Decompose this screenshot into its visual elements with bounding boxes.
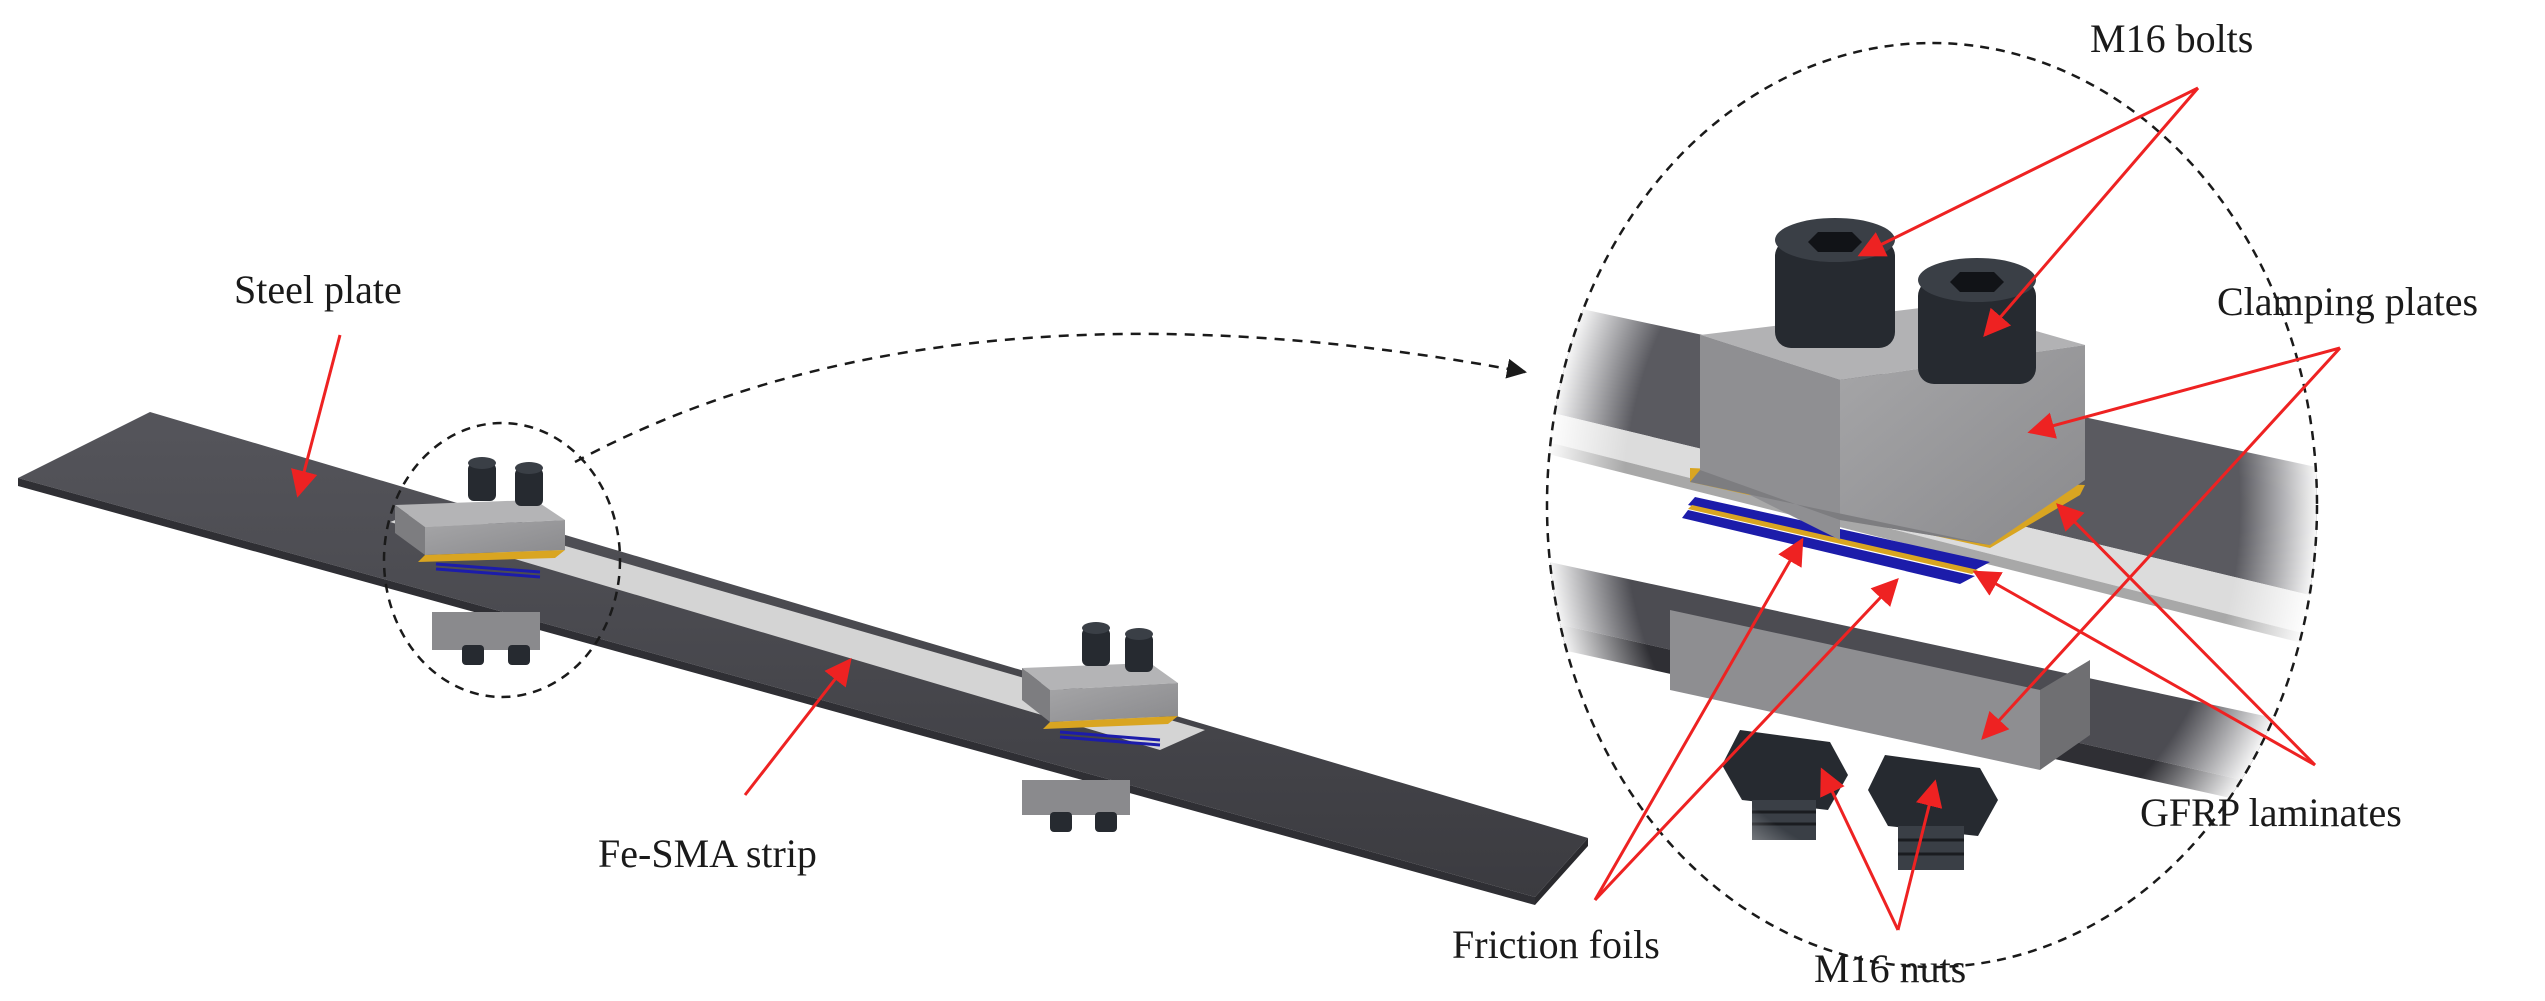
right-clamp-assembly bbox=[1022, 622, 1178, 832]
label-fe-sma-strip: Fe-SMA strip bbox=[598, 831, 817, 876]
label-m16-nuts: M16 nuts bbox=[1814, 946, 1966, 991]
left-clamp-assembly bbox=[395, 457, 565, 665]
clamping-plates-arrow-2 bbox=[1981, 346, 2342, 740]
label-clamping-plates: Clamping plates bbox=[2217, 279, 2478, 324]
friction-foils-arrow-2 bbox=[1593, 578, 1899, 902]
m16-bolts-arrow-1 bbox=[1857, 86, 2199, 257]
steel-plate-arrow bbox=[291, 334, 342, 498]
detail-callout-circle bbox=[382, 421, 622, 699]
clamping-plates-arrow-1 bbox=[2027, 346, 2341, 439]
annotation-arrows bbox=[291, 86, 2342, 931]
label-friction-foils: Friction foils bbox=[1452, 922, 1660, 967]
m16-nuts-arrow-1 bbox=[1820, 767, 1900, 931]
zoom-detail-circle bbox=[1545, 41, 2319, 969]
label-steel-plate: Steel plate bbox=[234, 267, 402, 312]
gfrp-laminates-arrow-1 bbox=[2056, 503, 2317, 767]
steel-plate bbox=[18, 412, 1588, 897]
label-gfrp-laminates: GFRP laminates bbox=[2140, 790, 2402, 835]
fe-sma-strip-arrow bbox=[743, 657, 852, 796]
label-m16-bolts: M16 bolts bbox=[2090, 16, 2253, 61]
fe-sma-strip bbox=[390, 507, 1205, 750]
overview-assembly bbox=[18, 412, 1588, 905]
m16-bolts-arrow-2 bbox=[1983, 87, 2200, 338]
zoom-connector-arrow bbox=[574, 332, 1527, 464]
friction-foils-arrow-1 bbox=[1593, 537, 1804, 901]
steel-plate-edge bbox=[18, 478, 1535, 905]
gfrp-laminates-arrow-2 bbox=[1972, 570, 2316, 767]
m16-nuts-arrow-2 bbox=[1896, 779, 1943, 931]
